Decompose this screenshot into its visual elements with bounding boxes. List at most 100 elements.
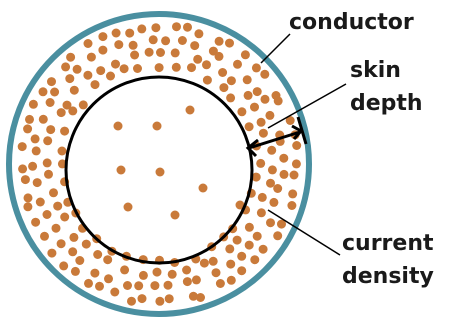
- density-dot: [46, 125, 55, 134]
- density-dot: [215, 37, 224, 46]
- density-dot: [84, 39, 93, 48]
- density-dot: [61, 62, 70, 71]
- density-dot: [279, 154, 288, 163]
- density-dot: [130, 51, 139, 60]
- density-dot: [59, 261, 68, 270]
- density-dot: [290, 171, 299, 180]
- conductor-label: conductor: [289, 10, 414, 35]
- density-dot: [68, 106, 77, 115]
- density-dot: [256, 159, 265, 168]
- density-dot: [46, 98, 55, 107]
- density-dot: [267, 146, 276, 155]
- density-dot: [292, 159, 301, 168]
- density-dot: [114, 122, 123, 131]
- density-dot: [96, 66, 105, 75]
- density-dot: [171, 211, 180, 220]
- density-dot: [98, 46, 107, 55]
- density-dot: [65, 74, 74, 83]
- density-dot: [150, 281, 159, 290]
- density-dot: [273, 231, 282, 240]
- density-dot: [178, 36, 187, 45]
- density-dot: [266, 218, 275, 227]
- density-dot: [227, 76, 236, 85]
- density-dot: [172, 63, 181, 72]
- density-dot: [79, 100, 88, 109]
- density-dot: [245, 223, 254, 232]
- density-dot: [111, 60, 120, 69]
- density-dot: [250, 255, 259, 264]
- density-dot: [156, 48, 165, 57]
- density-dot: [60, 213, 69, 222]
- density-dot: [245, 241, 254, 250]
- density-dot: [260, 70, 269, 79]
- density-dot: [91, 80, 100, 89]
- density-dot: [287, 201, 296, 210]
- density-dot: [29, 100, 38, 109]
- density-dot: [39, 87, 48, 96]
- density-dot: [243, 75, 252, 84]
- density-dot: [269, 198, 278, 207]
- density-dot: [47, 249, 56, 258]
- density-dot: [23, 124, 32, 133]
- density-dot: [155, 63, 164, 72]
- density-dot: [60, 127, 69, 136]
- density-dot: [21, 175, 30, 184]
- density-dot: [227, 276, 236, 285]
- density-dot: [43, 210, 52, 219]
- density-dot: [18, 164, 27, 173]
- density-dot: [137, 24, 146, 33]
- density-dot: [31, 134, 40, 143]
- density-dot: [75, 256, 84, 265]
- density-dot: [202, 60, 211, 69]
- density-dot: [237, 252, 246, 261]
- density-dot: [250, 103, 259, 112]
- density-dot: [252, 63, 261, 72]
- density-dot: [69, 233, 78, 242]
- density-dot: [192, 275, 201, 284]
- density-dot: [57, 108, 66, 117]
- density-dot: [203, 76, 212, 85]
- density-dot: [49, 188, 58, 197]
- density-dot: [47, 77, 56, 86]
- density-dot: [32, 146, 41, 155]
- density-dot: [28, 162, 37, 171]
- density-dot: [93, 250, 102, 259]
- density-label: density: [342, 264, 434, 289]
- density-dot: [139, 271, 148, 280]
- density-dot: [95, 282, 104, 291]
- density-dot: [18, 142, 27, 151]
- density-dot: [268, 165, 277, 174]
- density-dot: [43, 136, 52, 145]
- density-dot: [200, 259, 209, 268]
- density-dot: [292, 141, 301, 150]
- current-label: current: [342, 231, 434, 256]
- density-dot: [183, 23, 192, 32]
- density-dot: [43, 158, 52, 167]
- density-dot: [70, 86, 79, 95]
- density-dot: [233, 236, 242, 245]
- density-dot: [57, 239, 66, 248]
- density-dot: [190, 41, 199, 50]
- density-dot: [156, 168, 165, 177]
- density-dot: [155, 297, 164, 306]
- density-dot: [199, 184, 208, 193]
- density-dot: [98, 32, 107, 41]
- conductor-leader-line: [261, 34, 290, 63]
- density-dot: [124, 203, 133, 212]
- density-dot: [193, 55, 202, 64]
- density-dot: [33, 178, 42, 187]
- density-dot: [245, 122, 254, 131]
- density-dot: [233, 60, 242, 69]
- density-dot: [258, 193, 267, 202]
- density-dot: [226, 93, 235, 102]
- density-dot: [153, 122, 162, 131]
- density-dot: [226, 260, 235, 269]
- depth-label: depth: [350, 91, 423, 116]
- density-dot: [153, 268, 162, 277]
- density-dot: [66, 53, 75, 62]
- density-dot: [237, 266, 246, 275]
- density-dot: [172, 22, 181, 31]
- density-dot: [83, 71, 92, 80]
- density-dot: [253, 232, 262, 241]
